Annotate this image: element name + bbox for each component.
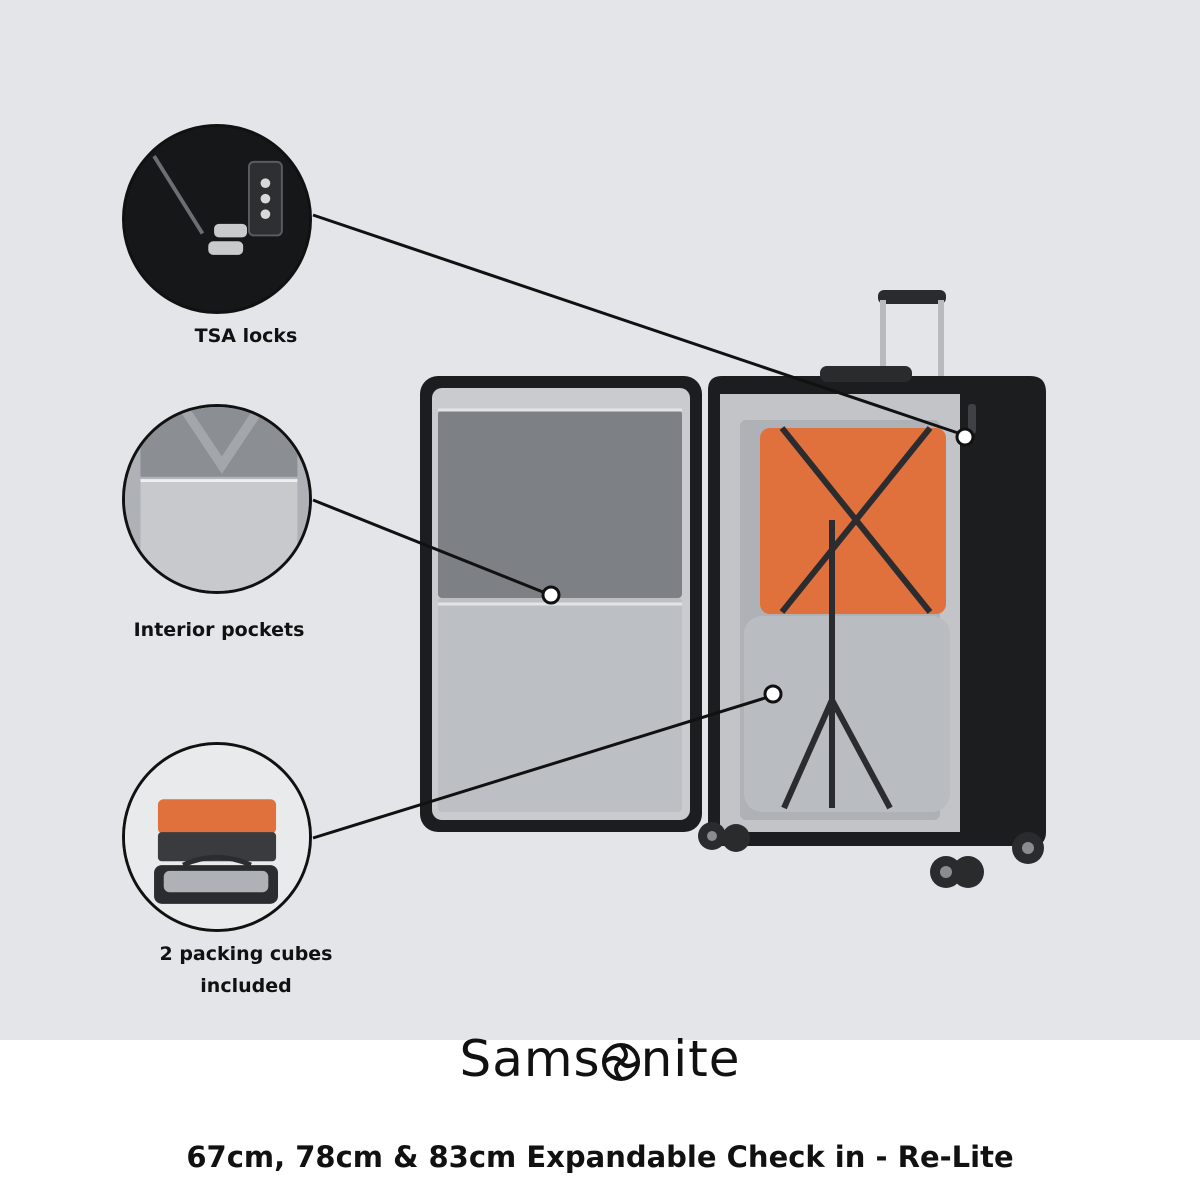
feature-label-packing-cubes-line1: 2 packing cubes — [159, 943, 333, 965]
suitcase-illustration — [312, 213, 1046, 888]
open-lid — [420, 376, 702, 832]
feature-label-packing-cubes: 2 packing cubes included — [122, 938, 370, 1002]
logo-text-part2: nite — [640, 1030, 741, 1088]
callout-interior-pockets — [122, 404, 312, 594]
combination-lock-icon — [125, 127, 309, 311]
callout-tsa-locks — [122, 124, 312, 314]
product-title: 67cm, 78cm & 83cm Expandable Check in - … — [186, 1140, 1014, 1174]
spinner-wheels-icon — [698, 822, 1044, 888]
mesh-pocket-icon — [125, 407, 309, 591]
callout-leader-lines — [312, 213, 959, 840]
telescopic-handle-icon — [878, 290, 946, 380]
logo-text-part1: Sams — [459, 1030, 601, 1088]
feature-label-tsa-locks: TSA locks — [194, 325, 298, 347]
samsonite-logo: Sams nite — [0, 1030, 1200, 1088]
grey-packing-cube — [744, 616, 950, 812]
suitcase-body — [708, 366, 1046, 846]
samsonite-swirl-icon — [601, 1043, 640, 1081]
packing-cubes-icon — [125, 745, 309, 929]
footer-panel — [0, 1040, 1200, 1200]
feature-label-packing-cubes-line2: included — [200, 975, 292, 997]
feature-label-interior-pockets: Interior pockets — [133, 619, 305, 641]
callout-packing-cubes — [122, 742, 312, 932]
